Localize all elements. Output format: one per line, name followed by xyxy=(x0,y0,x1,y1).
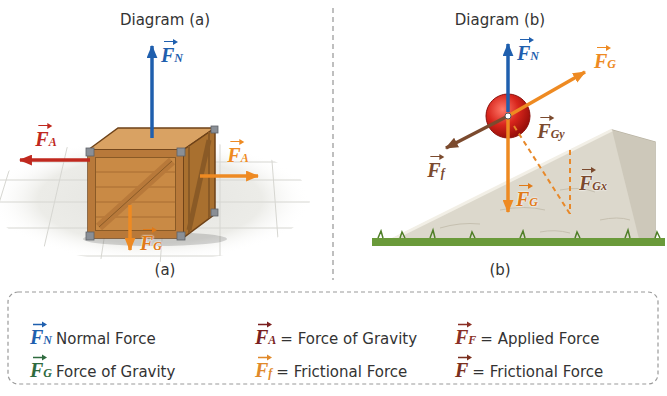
legend-symbol: FG xyxy=(30,354,52,381)
crate-brace-edge xyxy=(99,161,172,227)
center-dot xyxy=(505,113,511,119)
swatch-arrow-line xyxy=(258,357,268,359)
legend-symbol-label: F xyxy=(455,354,468,380)
legend-symbol: FA xyxy=(255,321,276,348)
force-label: FG xyxy=(516,183,538,209)
force-label: FGx xyxy=(579,167,607,193)
crate-side xyxy=(183,128,215,238)
diagram-heading: Diagram (a) xyxy=(120,11,210,29)
legend-entry: FNNormal Force xyxy=(30,321,156,348)
legend-entry: FGForce of Gravity xyxy=(30,354,175,381)
crate-brace xyxy=(189,140,209,230)
incline-side xyxy=(612,130,655,243)
legend-symbol: FF xyxy=(455,321,476,348)
crate-frame xyxy=(95,157,176,231)
legend-symbol: F xyxy=(455,354,468,381)
force-label: FG xyxy=(140,227,162,253)
component-dashed-line xyxy=(569,150,571,214)
diagram-heading: Diagram (b) xyxy=(455,11,545,29)
sub-caption: (b) xyxy=(489,261,510,279)
crate-front xyxy=(88,150,183,238)
divider-line xyxy=(332,8,334,280)
legend-symbol-label: Ff xyxy=(255,354,272,380)
legend-text: = Force of Gravity xyxy=(280,330,417,348)
applied-force-arrow xyxy=(20,158,90,162)
grass xyxy=(372,238,665,246)
floor-tiles xyxy=(0,135,340,265)
force-label: FA xyxy=(35,123,56,149)
legend-symbol: Ff xyxy=(255,354,272,381)
legend-entry: F= Frictional Force xyxy=(455,354,603,381)
swatch-arrow-line xyxy=(33,357,43,359)
swatch-arrow-line xyxy=(258,324,268,326)
normal-force-arrow xyxy=(150,46,154,138)
swatch-arrow-line xyxy=(458,357,468,359)
force-label: Ff xyxy=(427,154,444,180)
legend-entry: FF= Applied Force xyxy=(455,321,599,348)
sub-caption: (a) xyxy=(155,261,176,279)
gravity-force-arrow xyxy=(508,72,585,116)
legend-symbol-label: FN xyxy=(30,321,52,347)
legend-text: = Frictional Force xyxy=(276,363,407,381)
swatch-arrow-line xyxy=(33,324,43,326)
incline-edge xyxy=(385,130,612,243)
friction-force-arrow xyxy=(446,116,508,148)
force-label: FN xyxy=(517,37,539,63)
force-label: FGy xyxy=(537,115,564,141)
legend-text: Force of Gravity xyxy=(56,363,175,381)
crate-corners xyxy=(86,126,218,240)
legend-symbol-label: FG xyxy=(30,354,52,380)
legend-symbol-label: FA xyxy=(255,321,276,347)
applied-force-arrow xyxy=(200,174,258,178)
gravity-force-arrow xyxy=(128,205,132,250)
legend-text: Normal Force xyxy=(56,330,156,348)
gravity-force-arrow xyxy=(506,116,510,212)
incline-wall xyxy=(385,130,655,243)
legend-symbol-label: FF xyxy=(455,321,476,347)
legend-symbol: FN xyxy=(30,321,52,348)
floor xyxy=(0,138,310,262)
grass-blades xyxy=(378,230,660,238)
force-label: FN xyxy=(161,39,183,65)
legend-frame xyxy=(8,292,658,384)
force-label: FG xyxy=(594,45,616,71)
legend-entry: FA= Force of Gravity xyxy=(255,321,417,348)
legend-text: = Applied Force xyxy=(480,330,599,348)
legend-text: = Frictional Force xyxy=(472,363,603,381)
normal-force-arrow xyxy=(506,44,510,112)
crate-brace xyxy=(99,161,172,227)
swatch-arrow-line xyxy=(458,324,468,326)
legend-entry: Ff= Frictional Force xyxy=(255,354,407,381)
crate-frame-band xyxy=(88,150,183,238)
force-label: FA xyxy=(227,139,248,165)
